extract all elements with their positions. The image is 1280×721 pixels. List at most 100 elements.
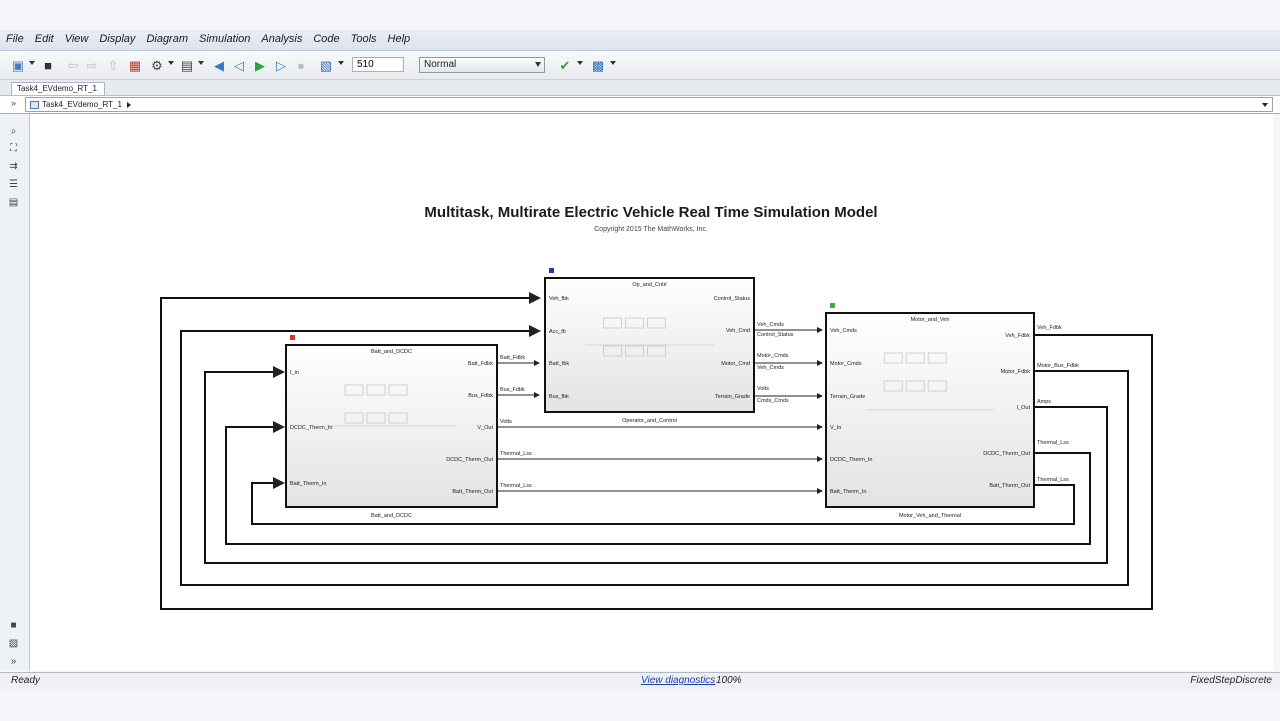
rate-indicator-icon bbox=[830, 303, 835, 308]
signal-labels: Batt_Fdbk Bus_Fdbk Volts Thermal_Lss The… bbox=[500, 322, 1079, 489]
text-annotation-icon[interactable]: ☰ bbox=[9, 178, 18, 190]
signal-label: Veh_Cmds bbox=[757, 365, 784, 371]
diagram-title: Multitask, Multirate Electric Vehicle Re… bbox=[424, 204, 877, 221]
inport-label: Batt_Therm_In bbox=[290, 481, 326, 487]
block-name: Batt_and_DCDC bbox=[371, 513, 412, 519]
inport-label: I_in bbox=[290, 370, 299, 376]
menu-diagram[interactable]: Diagram bbox=[146, 33, 189, 45]
save-icon[interactable]: ■ bbox=[44, 57, 52, 73]
internal-block bbox=[603, 345, 623, 357]
wire-amps[interactable] bbox=[204, 366, 1108, 564]
step-back-icon[interactable]: ◀ bbox=[214, 57, 224, 73]
wire-veh-fdbk[interactable] bbox=[160, 292, 1153, 610]
deploy-icon[interactable]: ▩ bbox=[591, 57, 605, 73]
fit-view-icon[interactable]: ⛶ bbox=[10, 142, 17, 154]
model-browser-icon[interactable]: ▧ bbox=[8, 637, 19, 649]
signal-label: Veh_Fdbk bbox=[1037, 325, 1062, 331]
inport-label: Veh_Cmds bbox=[830, 328, 857, 334]
menu-analysis[interactable]: Analysis bbox=[261, 33, 303, 45]
outport-label: Veh_Fdbk bbox=[1005, 333, 1030, 339]
menu-help[interactable]: Help bbox=[387, 33, 411, 45]
screenshot-icon[interactable]: ■ bbox=[10, 619, 17, 631]
zoom-icon[interactable]: ⌕ bbox=[10, 125, 17, 137]
internal-block bbox=[625, 317, 645, 329]
check-icon[interactable]: ✔ bbox=[559, 57, 571, 73]
outport-label: Bus_Fdbk bbox=[468, 393, 493, 399]
run-icon[interactable]: ▶ bbox=[255, 57, 265, 73]
inport-label: DCDC_Therm_In bbox=[290, 425, 332, 431]
menu-display[interactable]: Display bbox=[99, 33, 136, 45]
chevron-down-icon bbox=[535, 62, 541, 67]
breadcrumb-dropdown-icon[interactable] bbox=[1262, 103, 1268, 107]
back-icon[interactable]: ⇦ bbox=[67, 57, 79, 73]
internal-block bbox=[344, 412, 364, 424]
wire-batt-therm[interactable] bbox=[251, 477, 1075, 525]
tab-model[interactable]: Task4_EVdemo_RT_1 bbox=[11, 82, 105, 95]
subsystem-block-motor[interactable]: Motor_and_VehMotor_Veh_and_ThermalVeh_Cm… bbox=[825, 303, 1035, 519]
library-browser-icon[interactable]: ▦ bbox=[128, 57, 142, 73]
view-diagnostics-link[interactable]: View diagnostics bbox=[641, 675, 716, 686]
up-icon[interactable]: ⇧ bbox=[107, 57, 119, 73]
internal-block bbox=[927, 352, 947, 364]
breadcrumb[interactable]: Task4_EVdemo_RT_1 bbox=[25, 97, 1273, 112]
config-dropdown-icon[interactable] bbox=[168, 61, 174, 65]
outport-label: I_Out bbox=[1017, 405, 1031, 411]
wire-dcdc-therm[interactable] bbox=[225, 421, 1091, 545]
block-header: Motor_and_Veh bbox=[911, 317, 950, 323]
wire-motor-fdbk[interactable] bbox=[180, 325, 1129, 586]
outport-label: Motor_Cmd bbox=[721, 361, 750, 367]
signal-label: Cmds_Cmds bbox=[757, 398, 789, 404]
image-icon[interactable]: ▤ bbox=[8, 196, 19, 208]
internal-block bbox=[883, 352, 903, 364]
rate-indicator-icon bbox=[290, 335, 295, 340]
block-header: Op_and_Cntrl bbox=[632, 282, 666, 288]
signal-label: Volts bbox=[757, 386, 769, 392]
arrow-icon[interactable]: ⇉ bbox=[9, 160, 18, 172]
model-explorer-icon[interactable]: ▤ bbox=[180, 57, 194, 73]
expand-icon[interactable]: » bbox=[10, 655, 17, 667]
internal-block bbox=[625, 345, 645, 357]
menu-code[interactable]: Code bbox=[313, 33, 340, 45]
menu-simulation[interactable]: Simulation bbox=[199, 33, 251, 45]
tool-palette: ⌕ ⛶ ⇉ ☰ ▤ ■ ▧ » bbox=[0, 114, 30, 671]
subsystem-block-op[interactable]: Op_and_CntrlOperator_and_ControlVeh_fbkA… bbox=[544, 268, 755, 424]
signal-label: Motor_Cmds bbox=[757, 353, 789, 359]
outport-label: Terrain_Grade bbox=[715, 394, 750, 400]
status-text: Ready bbox=[11, 675, 40, 686]
subsystem-block-batt[interactable]: Batt_and_DCDC Batt_and_DCDC I_inDCDC_Therm… bbox=[285, 335, 498, 519]
step-back2-icon[interactable]: ◁ bbox=[234, 57, 244, 73]
deploy-dropdown-icon[interactable] bbox=[610, 61, 616, 65]
model-config-icon[interactable]: ⚙ bbox=[151, 57, 163, 73]
rate-indicator-icon bbox=[549, 268, 554, 273]
record-icon[interactable]: ▧ bbox=[319, 57, 333, 73]
internal-block bbox=[905, 380, 925, 392]
inport-label: Batt_fbk bbox=[549, 361, 569, 367]
hide-browser-icon[interactable]: » bbox=[11, 98, 17, 108]
new-model-icon[interactable]: ▣ bbox=[11, 57, 25, 73]
menu-bar: File Edit View Display Diagram Simulation Anal… bbox=[0, 30, 1280, 51]
explorer-dropdown-icon[interactable] bbox=[198, 61, 204, 65]
menu-tools[interactable]: Tools bbox=[350, 33, 377, 45]
outport-label: V_Out bbox=[477, 425, 493, 431]
step-forward-icon[interactable]: ▷ bbox=[276, 57, 286, 73]
block-diagram: Multitask, Multirate Electric Vehicle Re… bbox=[160, 204, 1153, 610]
diagram-canvas[interactable]: Multitask, Multirate Electric Vehicle Re… bbox=[30, 114, 1273, 671]
stop-time-input[interactable] bbox=[352, 57, 404, 72]
simulation-mode-select[interactable]: Normal bbox=[419, 57, 545, 73]
forward-icon[interactable]: ⇨ bbox=[86, 57, 98, 73]
new-dropdown-icon[interactable] bbox=[29, 61, 35, 65]
inport-label: Motor_Cmds bbox=[830, 361, 862, 367]
menu-edit[interactable]: Edit bbox=[34, 33, 54, 45]
inport-label: DCDC_Therm_In bbox=[830, 457, 872, 463]
zoom-level: 100% bbox=[716, 675, 742, 686]
block-header: Batt_and_DCDC bbox=[371, 349, 412, 355]
tab-strip bbox=[0, 80, 1280, 96]
stop-icon[interactable]: ● bbox=[297, 57, 305, 73]
check-dropdown-icon[interactable] bbox=[577, 61, 583, 65]
record-dropdown-icon[interactable] bbox=[338, 61, 344, 65]
internal-block bbox=[388, 412, 408, 424]
outport-label: Veh_Cmd bbox=[726, 328, 750, 334]
menu-view[interactable]: View bbox=[64, 33, 89, 45]
menu-file[interactable]: File bbox=[6, 33, 24, 45]
